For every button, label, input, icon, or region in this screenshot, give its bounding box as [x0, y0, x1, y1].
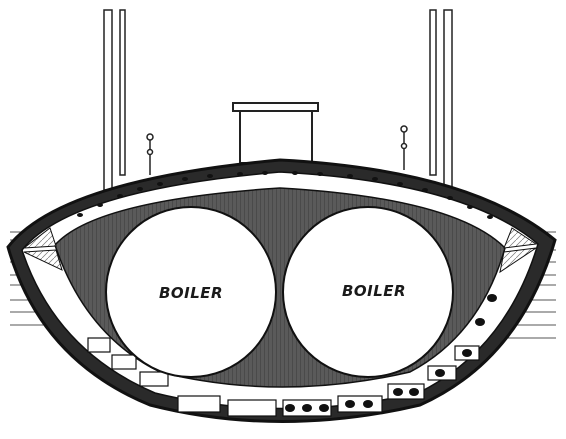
- lower-cell-lightening-holes: [285, 294, 497, 412]
- boiler-left-label: BOILER: [159, 284, 223, 302]
- funnel: [232, 102, 319, 164]
- vent-pipes: [146, 125, 408, 175]
- boiler-right-label: BOILER: [342, 282, 406, 300]
- boiler-right: BOILER: [282, 206, 454, 378]
- corner-brackets: [22, 227, 538, 274]
- stanchions: [103, 9, 453, 191]
- upper-rivets: [77, 171, 493, 219]
- boiler-left: BOILER: [105, 206, 277, 378]
